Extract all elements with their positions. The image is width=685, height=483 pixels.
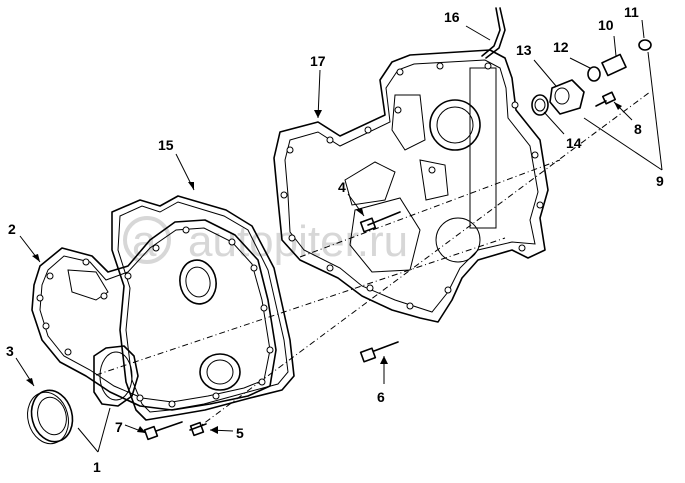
callout-10: 10	[598, 17, 614, 33]
callout-4: 4	[338, 179, 346, 195]
callout-14: 14	[566, 135, 582, 151]
callout-7: 7	[115, 419, 123, 435]
callout-15: 15	[158, 137, 174, 153]
callout-13: 13	[516, 42, 532, 58]
callout-8: 8	[634, 121, 642, 137]
dipstick-tube	[481, 7, 506, 59]
housing-bolt-holes	[280, 62, 544, 310]
tensioner-components	[531, 39, 652, 116]
front-cover-gasket	[111, 195, 295, 421]
long-bolt	[359, 341, 399, 363]
callout-6: 6	[377, 389, 385, 405]
housing-bolt	[359, 211, 401, 233]
leader-lines	[15, 19, 663, 453]
assembly-axes	[95, 91, 651, 431]
callout-3: 3	[6, 343, 14, 359]
cover-bolt-holes	[36, 226, 274, 408]
oil-seal	[27, 389, 74, 445]
callout-5: 5	[236, 425, 244, 441]
callout-12: 12	[553, 39, 569, 55]
callout-labels: 1 2 3 4 5 6 7 8 9 10 11 12 13 14 15 16 1…	[6, 4, 664, 475]
callout-1: 1	[93, 459, 101, 475]
callout-11: 11	[624, 4, 639, 20]
cover-bolts	[143, 421, 207, 441]
callout-16: 16	[444, 9, 460, 25]
svg-text:a: a	[132, 217, 157, 266]
callout-9: 9	[656, 173, 664, 189]
callout-2: 2	[8, 221, 16, 237]
leader-arrowheads	[26, 102, 622, 434]
front-cover	[31, 219, 277, 411]
gear-housing	[273, 49, 549, 323]
callout-17: 17	[310, 53, 326, 69]
